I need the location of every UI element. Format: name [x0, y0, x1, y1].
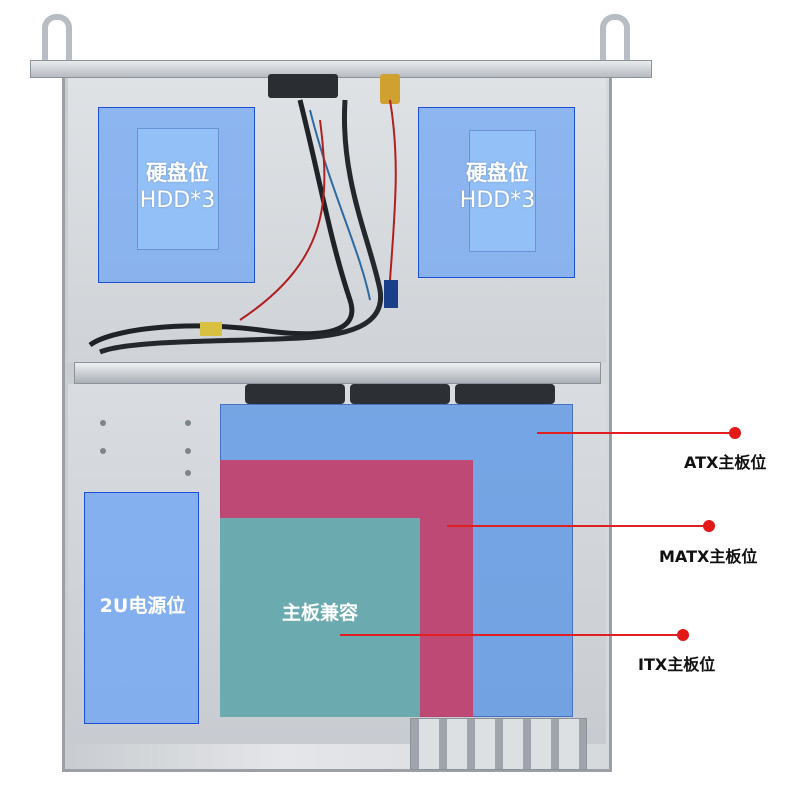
- psu-bay-overlay: 2U电源位: [84, 492, 199, 724]
- itx-callout-label: ITX主板位: [638, 655, 716, 674]
- fan-3: [455, 384, 555, 404]
- matx-callout-label: MATX主板位: [659, 547, 758, 566]
- hdd-right-label-cn: 硬盘位: [466, 161, 529, 185]
- hdd-left-label-en: HDD*3: [139, 188, 216, 213]
- rack-handle-left: [42, 14, 72, 74]
- itx-motherboard-zone: [220, 518, 420, 717]
- hdd-right-label-en: HDD*3: [459, 188, 536, 213]
- hdd-bay-right-overlay: 硬盘位 HDD*3: [418, 107, 575, 278]
- mount-hole: [185, 448, 191, 454]
- mount-hole: [185, 420, 191, 426]
- front-panel: [30, 60, 652, 78]
- atx-callout-dot: [729, 427, 741, 439]
- fan-2: [350, 384, 450, 404]
- mount-hole: [185, 470, 191, 476]
- itx-leader-line: [340, 634, 683, 636]
- fan-bracket: [74, 362, 601, 384]
- atx-leader-line: [537, 432, 733, 434]
- front-io-ports: [268, 74, 338, 98]
- mount-hole: [100, 420, 106, 426]
- power-button: [380, 74, 400, 104]
- mount-hole: [100, 448, 106, 454]
- hdd-cage-window: [137, 128, 219, 250]
- matx-callout-dot: [703, 520, 715, 532]
- rear-expansion-slots: [410, 718, 587, 770]
- matx-leader-line: [447, 525, 705, 527]
- rack-handle-right: [600, 14, 630, 74]
- hdd-left-label-cn: 硬盘位: [146, 161, 209, 185]
- hdd-bay-left-overlay: 硬盘位 HDD*3: [98, 107, 255, 283]
- itx-callout-dot: [677, 629, 689, 641]
- hdd-cage-window: [469, 130, 536, 252]
- motherboard-compat-label: 主板兼容: [281, 602, 358, 624]
- atx-callout-label: ATX主板位: [684, 453, 767, 472]
- fan-1: [245, 384, 345, 404]
- psu-label: 2U电源位: [99, 595, 186, 617]
